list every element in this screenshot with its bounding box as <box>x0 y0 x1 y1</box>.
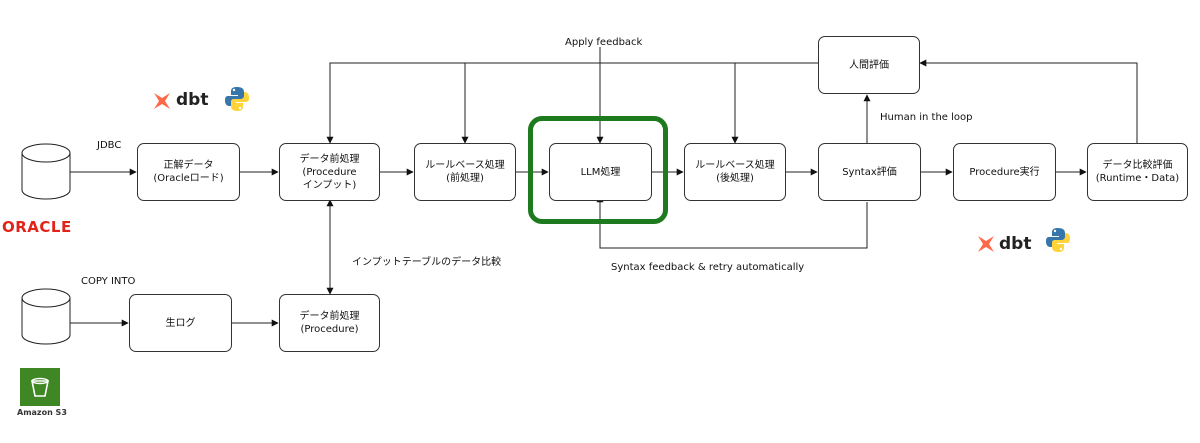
dbt-logo-icon <box>978 236 994 252</box>
dbt-logo-text: dbt <box>999 234 1032 254</box>
python-logo-icon <box>1046 228 1070 252</box>
database-icon-oracle <box>21 143 71 200</box>
label-jdbc: JDBC <box>97 140 122 151</box>
node-data-compare[interactable]: データ比較評価 (Runtime・Data) <box>1087 143 1188 201</box>
node-preprocess-input[interactable]: データ前処理 (Procedure インプット) <box>279 143 380 201</box>
dbt-logo-text: dbt <box>176 90 209 110</box>
node-raw-log[interactable]: 生ログ <box>129 294 232 352</box>
label-syntax-feedback: Syntax feedback & retry automatically <box>611 262 805 273</box>
node-rule-pre[interactable]: ルールベース処理 (前処理) <box>414 143 516 201</box>
node-llm[interactable]: LLM処理 <box>549 143 652 201</box>
node-human-eval[interactable]: 人間評価 <box>818 36 920 94</box>
database-icon-s3 <box>21 288 71 345</box>
amazon-s3-label: Amazon S3 <box>17 408 67 417</box>
node-syntax-eval[interactable]: Syntax評価 <box>818 143 921 201</box>
node-rule-post[interactable]: ルールベース処理 (後処理) <box>684 143 786 201</box>
node-procedure-exec[interactable]: Procedure実行 <box>953 143 1056 201</box>
node-seikai-data[interactable]: 正解データ (Oracleロード) <box>137 143 240 201</box>
label-copy-into: COPY INTO <box>81 276 136 287</box>
label-input-compare: インプットテーブルのデータ比較 <box>352 257 502 268</box>
dbt-logo-icon <box>154 93 170 109</box>
oracle-logo: ORACLE <box>2 218 72 236</box>
node-preprocess-procedure[interactable]: データ前処理 (Procedure) <box>279 294 380 352</box>
label-apply-feedback: Apply feedback <box>565 37 643 48</box>
amazon-s3-icon <box>20 368 60 406</box>
python-logo-icon <box>225 87 249 111</box>
label-human-in-loop: Human in the loop <box>880 112 973 123</box>
llm-highlight-frame <box>528 116 668 224</box>
